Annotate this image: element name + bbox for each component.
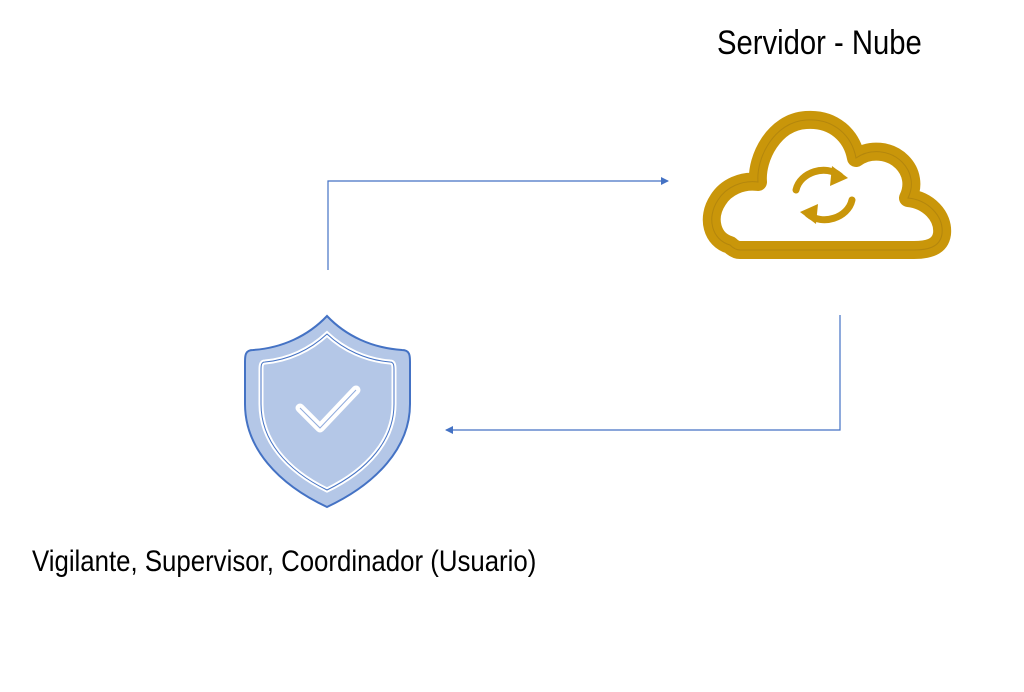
connector-server-to-user	[445, 315, 841, 434]
cloud-sync-icon	[702, 110, 952, 259]
user-label: Vigilante, Supervisor, Coordinador (Usua…	[32, 545, 537, 578]
shield-check-icon	[244, 314, 411, 509]
connector-user-to-server	[327, 177, 669, 270]
server-label: Servidor - Nube	[717, 24, 922, 62]
